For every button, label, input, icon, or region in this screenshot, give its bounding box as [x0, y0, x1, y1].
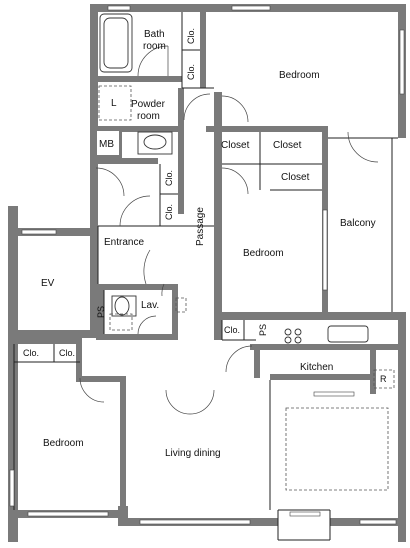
ps-kitchen-label: PS — [258, 324, 268, 336]
walls — [8, 4, 406, 542]
living-dining-label: Living dining — [165, 448, 221, 459]
kitchen-label: Kitchen — [300, 362, 333, 373]
fixtures — [98, 13, 395, 491]
doors — [79, 45, 379, 415]
lav-basin — [109, 313, 133, 331]
dining-table-area — [285, 407, 389, 491]
passage-label: Passage — [195, 207, 206, 246]
closet-bath-top: Clo. — [186, 28, 196, 44]
closet-entry-top: Clo. — [164, 170, 174, 186]
clo-left-2: Clo. — [59, 348, 75, 358]
partitions — [13, 12, 398, 541]
balcony-label: Balcony — [340, 218, 376, 229]
kitchen-sink — [327, 325, 369, 343]
powder-label-2: room — [137, 111, 160, 122]
laundry-box — [98, 85, 132, 121]
mb-label: MB — [99, 139, 114, 150]
closet-a-label: Closet — [221, 140, 250, 151]
bedroom-mid-label: Bedroom — [243, 248, 284, 259]
laundry-mark: L — [111, 98, 117, 109]
clo-left-1: Clo. — [23, 348, 39, 358]
lav-label: Lav. — [141, 300, 159, 311]
closet-c-label: Closet — [281, 172, 310, 183]
fridge-box — [373, 369, 395, 389]
bedroom-bottom-label: Bedroom — [43, 438, 84, 449]
fridge-mark: R — [380, 374, 387, 384]
powder-label: Powder — [131, 99, 166, 110]
closet-b-label: Closet — [273, 140, 302, 151]
ps-left-label: PS — [96, 306, 106, 318]
windows — [9, 5, 405, 525]
closet-entry-bottom: Clo. — [164, 204, 174, 220]
labels: Bath room Powder room L MB Clo. Clo. Clo… — [23, 28, 387, 459]
bath-vent — [175, 297, 187, 313]
bath-label: Bath — [144, 29, 165, 40]
ev-label: EV — [41, 278, 55, 289]
clo-kitchen: Clo. — [224, 325, 240, 335]
bedroom-top-label: Bedroom — [279, 70, 320, 81]
closet-bath-bottom: Clo. — [186, 64, 196, 80]
entrance-label: Entrance — [104, 237, 144, 248]
bath-label-2: room — [143, 41, 166, 52]
